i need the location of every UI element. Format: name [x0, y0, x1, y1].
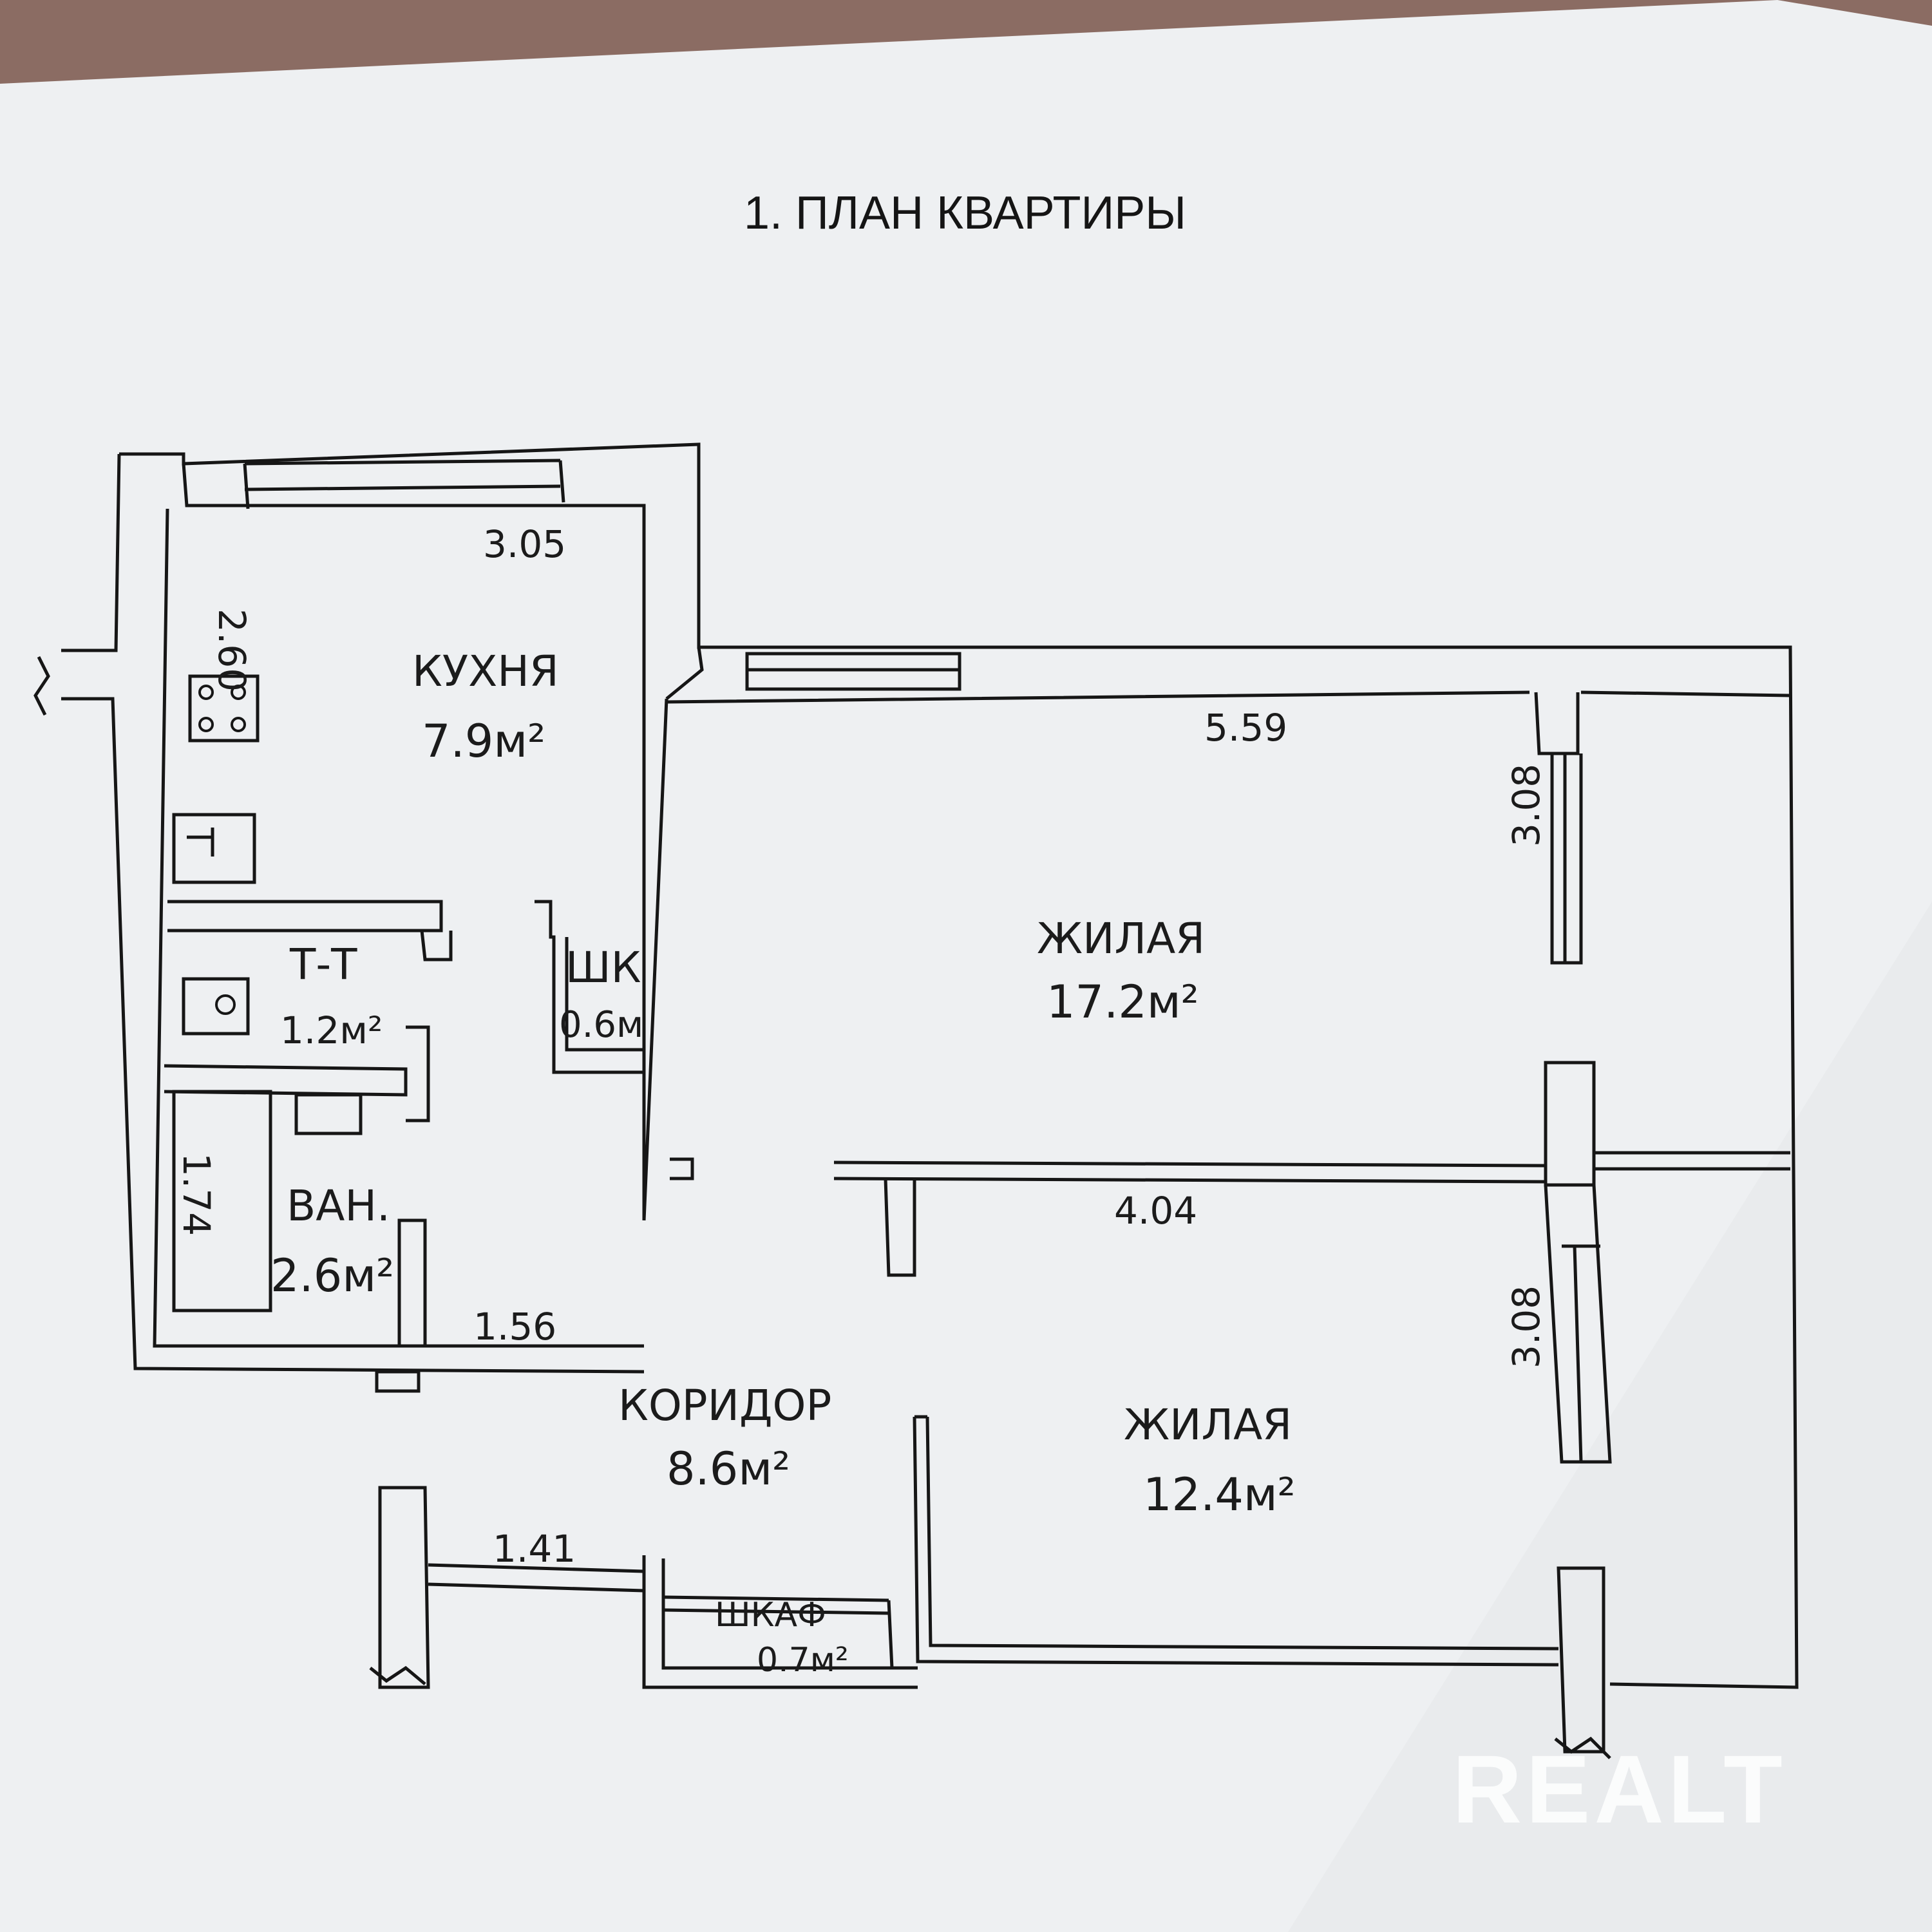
kitchen-height-dim: 2.60	[210, 609, 254, 692]
room-labels: КУХНЯ 7.9м² ЖИЛАЯ 17.2м² ЖИЛАЯ 12.4м² Т-…	[270, 647, 1296, 1680]
walls	[33, 442, 1799, 1759]
toilet-name: Т-Т	[289, 940, 357, 989]
living-room-2-depth-dim: 3.08	[1504, 1285, 1548, 1368]
corridor-name: КОРИДОР	[618, 1381, 831, 1430]
dimension-labels: 3.05 2.60 5.59 3.08 4.04 3.08 1.74 1.56 …	[175, 522, 1548, 1571]
wardrobe-area: 0.7м²	[757, 1641, 849, 1680]
closet-outline	[535, 900, 644, 1074]
washbasin-icon	[294, 1093, 363, 1135]
toilet-icon	[182, 977, 250, 1036]
bath-width-dim: 1.56	[473, 1305, 556, 1349]
bathtub-icon	[172, 1090, 272, 1312]
kitchen-width-dim: 3.05	[483, 522, 566, 566]
bathroom-area: 2.6м²	[270, 1249, 394, 1302]
kitchen-area: 7.9м²	[422, 715, 545, 768]
watermark-logo: REALT	[1452, 1735, 1786, 1843]
living-room-2-name: ЖИЛАЯ	[1124, 1400, 1292, 1450]
plan-title: 1. ПЛАН КВАРТИРЫ	[744, 187, 1186, 239]
living-room-1-width-dim: 5.59	[1204, 706, 1287, 750]
corridor-area: 8.6м²	[667, 1443, 790, 1495]
bathroom-name: ВАН.	[287, 1181, 390, 1231]
closet-area: 0.6м	[559, 1004, 643, 1046]
living-room-1-name: ЖИЛАЯ	[1037, 914, 1205, 963]
living-room-2-area: 12.4м²	[1143, 1468, 1296, 1521]
toilet-area: 1.2м²	[280, 1009, 383, 1052]
stove-icon	[188, 674, 260, 743]
living-room-2-width-dim: 4.04	[1114, 1189, 1197, 1233]
closet-name: ШК	[565, 943, 641, 992]
fixtures	[164, 674, 644, 1348]
sink-icon	[172, 813, 256, 884]
living-room-1-depth-dim: 3.08	[1504, 764, 1548, 847]
living-room-1-area: 17.2м²	[1046, 976, 1199, 1028]
bath-length-dim: 1.74	[175, 1153, 218, 1236]
corridor-width-dim: 1.41	[493, 1527, 576, 1571]
kitchen-name: КУХНЯ	[412, 647, 559, 696]
wardrobe-name: ШКАФ	[715, 1596, 826, 1634]
